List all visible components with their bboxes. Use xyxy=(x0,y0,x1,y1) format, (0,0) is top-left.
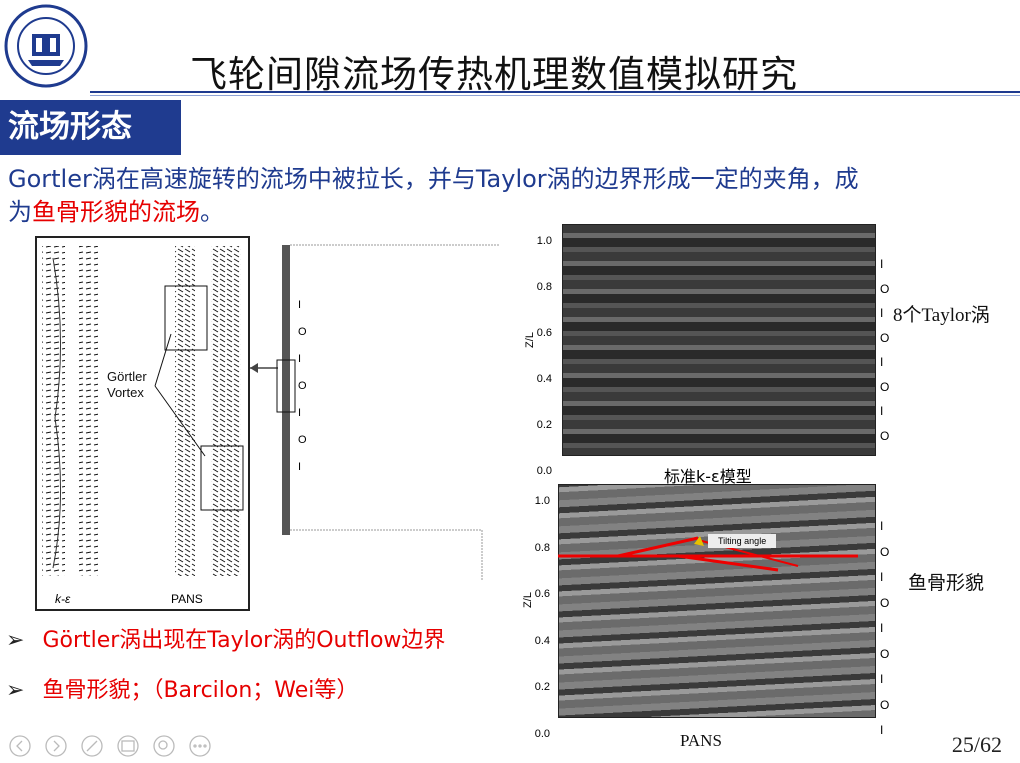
y-tick: 0.0 xyxy=(534,727,550,740)
y-tick: 0.4 xyxy=(534,634,550,647)
left-caption-pans: PANS xyxy=(171,592,203,606)
bottom-io-markers: I O I O I O I O I xyxy=(880,514,889,744)
next-icon[interactable] xyxy=(45,735,67,757)
bottom-plot-frame xyxy=(558,484,876,718)
body-line-2: 为鱼骨形貌的流场。 xyxy=(8,196,1008,229)
top-y-label: Z/L xyxy=(523,332,536,348)
y-tick: 0.8 xyxy=(534,541,550,554)
io-marker: I xyxy=(880,570,884,584)
io-marker: I xyxy=(880,257,884,271)
body-highlight: 鱼骨形貌的流场 xyxy=(32,198,200,226)
bullet-arrow-icon: ➢ xyxy=(6,628,25,653)
y-tick: 0.2 xyxy=(536,419,552,431)
io-marker: O xyxy=(880,697,890,712)
sjtu-logo xyxy=(4,4,88,88)
side-marker: O xyxy=(298,434,307,446)
gortler-label-line2: Vortex xyxy=(107,385,144,400)
top-contour-plot: 1.0 0.8 0.6 0.4 0.2 0.0 Z/L xyxy=(520,214,880,477)
bullet-text: Görtler涡出现在Taylor涡的Outflow边界 xyxy=(42,628,446,653)
bottom-plot-caption: PANS xyxy=(680,731,722,750)
y-tick: 0.4 xyxy=(536,373,552,385)
io-marker: I xyxy=(880,404,884,418)
herringbone-label: 鱼骨形貌 xyxy=(908,572,985,594)
section-label: 流场形态 xyxy=(0,100,181,155)
body-line-2-prefix: 为 xyxy=(8,198,32,226)
taylor-count-label: 8个Taylor涡 xyxy=(893,305,990,326)
screen-icon[interactable] xyxy=(117,735,139,757)
top-y-ticks: 1.0 0.8 0.6 0.4 0.2 0.0 xyxy=(524,218,552,494)
io-marker: I xyxy=(880,355,884,369)
bottom-y-label: Z/L xyxy=(521,592,534,608)
io-marker: I xyxy=(880,723,884,737)
bottom-contour-plot: Tilting angle 1.0 0.8 0.6 0.4 0.2 0.0 Z/… xyxy=(520,476,880,740)
arrow-connector xyxy=(250,363,278,373)
top-io-markers: I O I O I O I O xyxy=(880,252,889,448)
io-marker: I xyxy=(880,519,884,533)
body-line-1: Gortler涡在高速旋转的流场中被拉长，并与Taylor涡的边界形成一定的夹角… xyxy=(8,165,859,193)
io-marker: O xyxy=(880,646,890,661)
prev-icon[interactable] xyxy=(9,735,31,757)
title-divider xyxy=(90,91,1020,93)
title-divider-thin xyxy=(90,95,1020,96)
side-strip-figure: I O I O I O I xyxy=(272,240,502,585)
y-tick: 1.0 xyxy=(536,235,552,247)
y-tick: 1.0 xyxy=(534,495,550,507)
tilting-lines xyxy=(558,536,858,572)
side-marker: O xyxy=(298,326,307,338)
body-paragraph: Gortler涡在高速旋转的流场中被拉长，并与Taylor涡的边界形成一定的夹角… xyxy=(8,163,1008,229)
top-plot-frame xyxy=(562,224,876,456)
side-marker: I xyxy=(298,407,302,419)
io-marker: O xyxy=(880,281,890,296)
y-tick: 0.8 xyxy=(536,281,552,293)
io-marker: O xyxy=(880,330,890,345)
y-tick: 0.6 xyxy=(534,588,550,601)
bottom-y-ticks: 1.0 0.8 0.6 0.4 0.2 0.0 xyxy=(522,478,550,758)
top-plot-caption: 标准k-ε模型 xyxy=(660,463,756,487)
y-tick: 0.6 xyxy=(536,327,552,339)
side-marker: I xyxy=(298,461,302,473)
io-marker: I xyxy=(880,672,884,686)
bullet-arrow-icon: ➢ xyxy=(6,678,25,703)
side-marker: I xyxy=(298,353,302,365)
pen-icon[interactable] xyxy=(81,735,103,757)
io-marker: O xyxy=(880,428,890,443)
zoom-icon[interactable] xyxy=(153,735,175,757)
side-io-markers: I O I O I O I xyxy=(298,292,307,481)
tilting-angle-label: Tilting angle xyxy=(708,534,777,548)
page-title: 飞轮间隙流场传热机理数值模拟研究 xyxy=(190,53,798,96)
io-marker: O xyxy=(880,544,890,559)
io-marker: O xyxy=(880,595,890,610)
page-number: 25/62 xyxy=(951,732,1002,757)
top-plot-field xyxy=(562,224,876,456)
side-marker: O xyxy=(298,380,307,392)
bullet-item-1: ➢ Görtler涡出现在Taylor涡的Outflow边界 xyxy=(6,622,445,654)
bullet-item-2: ➢ 鱼骨形貌；（Barcilon；Wei等） xyxy=(6,672,358,704)
y-tick: 0.0 xyxy=(536,465,552,477)
slide-nav-bar xyxy=(8,734,228,763)
y-tick: 0.2 xyxy=(534,681,550,694)
io-marker: O xyxy=(880,379,890,394)
io-marker: I xyxy=(880,621,884,635)
bullet-text: 鱼骨形貌；（Barcilon；Wei等） xyxy=(42,678,359,703)
io-marker: I xyxy=(880,306,884,320)
gortler-label-line1: Görtler xyxy=(107,369,147,384)
bottom-plot-field xyxy=(558,484,876,718)
left-caption-ke: k-ε xyxy=(55,592,71,606)
more-icon[interactable] xyxy=(189,735,211,757)
body-line-2-suffix: 。 xyxy=(200,198,224,226)
side-marker: I xyxy=(298,299,302,311)
